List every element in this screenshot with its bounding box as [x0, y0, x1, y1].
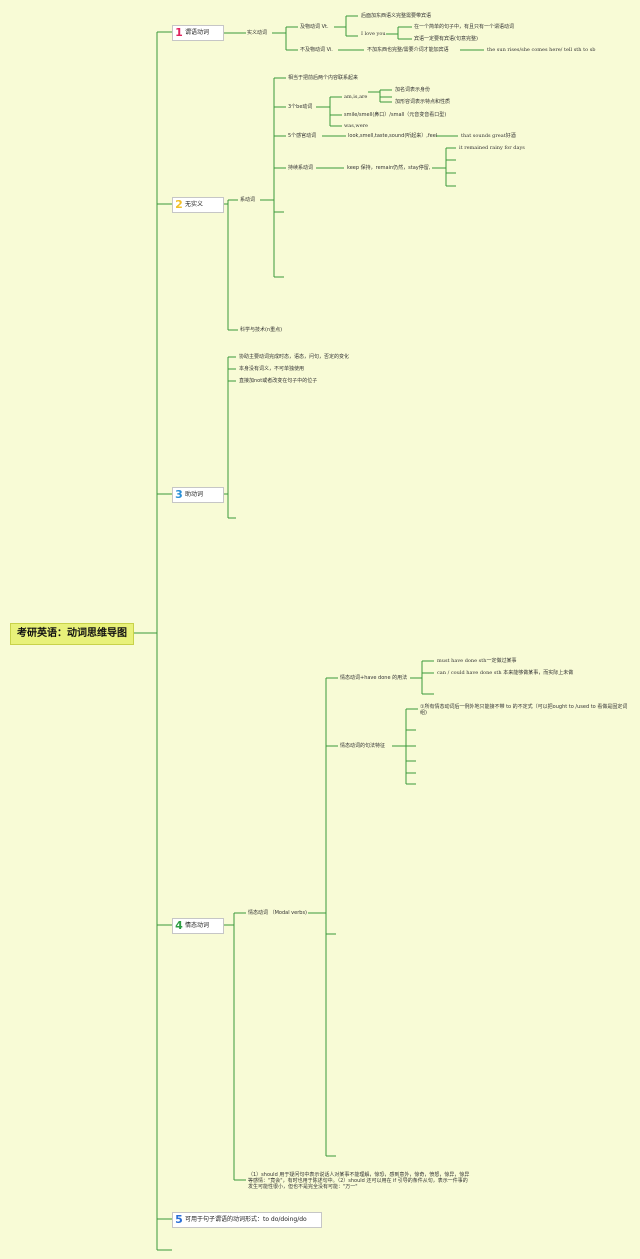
node-modal-verbs[interactable]: 情态动词 （Modal verbs)	[248, 910, 307, 916]
root-node[interactable]: 考研英语：动词思维导图	[10, 623, 134, 645]
branch-3-number: 3	[175, 488, 183, 501]
node-i-love-you[interactable]: I love you	[361, 31, 386, 37]
node-smile[interactable]: smile/smell(鼻口）/small（元音变音看口型)	[344, 112, 447, 118]
node-xi[interactable]: 系动词	[240, 197, 256, 203]
branch-5-number: 5	[175, 1213, 183, 1226]
node-shiyi[interactable]: 实义动词	[247, 30, 268, 36]
node-chixu[interactable]: 持续系动词	[288, 165, 314, 171]
node-ily-note-2[interactable]: 宾语一定要有宾语(句意完整)	[414, 36, 478, 42]
node-be[interactable]: 3个be动词	[288, 104, 313, 110]
node-be-forms[interactable]: am,is,are	[344, 94, 368, 100]
branch-3-label: 助动词	[185, 491, 204, 498]
node-was-were[interactable]: was,were	[344, 123, 369, 129]
node-zhu-note-3[interactable]: 直接加not或者改变在句子中的位子	[239, 378, 318, 384]
node-syntax[interactable]: 情态动词的句法特征	[340, 743, 386, 749]
branch-1-number: 1	[175, 26, 183, 39]
node-must-have-done[interactable]: must have done sth一定做过某事	[437, 658, 517, 664]
node-xi-def[interactable]: 相当于把前后两个内容联系起来	[288, 75, 359, 81]
node-kexue[interactable]: 科学与技术(n重点)	[240, 327, 283, 333]
node-have-done[interactable]: 情态动词+have done 的用法	[340, 675, 408, 681]
node-bujiwu-note[interactable]: 不加东西也完整/需要介词才能加宾语	[367, 47, 449, 53]
node-jiwu-note[interactable]: 后面加东西语义完整需要带宾语	[361, 13, 432, 19]
branch-4-label: 情态动词	[185, 922, 210, 929]
node-bujiwu-example[interactable]: the sun rises/she comes here/ tell sth t…	[487, 47, 596, 53]
node-syntax-note[interactable]: ①所有情态动词后一例外地只能接不带 to 的不定式（可以把ought to /u…	[420, 704, 628, 716]
node-chixu-example[interactable]: it remained rainy for days	[459, 145, 525, 151]
node-chixu-list[interactable]: keep 保持，remain仍然，stay停留,	[347, 165, 431, 171]
node-zhu-note-1[interactable]: 协助主要动词完成时态，语态，问句，否定的变化	[239, 354, 350, 360]
node-zhu-note-2[interactable]: 本身没有词义，不可单独使用	[239, 366, 305, 372]
node-be-note-2[interactable]: 加形容词表示特点和性质	[395, 99, 451, 105]
branch-1-label: 谓语动词	[185, 29, 210, 36]
node-should-note[interactable]: （1）should 用于疑问句中表示说话人对某事不能理解，惊恐，感到意外，惊奇，…	[248, 1172, 470, 1190]
node-ganguan-list[interactable]: look,smell,taste,sound(听起来）,feel	[348, 133, 438, 139]
node-bujiwu[interactable]: 不及物动词 Vi.	[300, 47, 333, 53]
node-ganguan-example[interactable]: that sounds great好酒	[461, 133, 516, 139]
node-be-note-1[interactable]: 加名词表示身份	[395, 87, 431, 93]
branch-5-label: 可用于句子谓语的动词形式：to do/doing/do	[185, 1216, 307, 1223]
node-ganguan[interactable]: 5个感官动词	[288, 133, 317, 139]
node-could-have-done[interactable]: can / could have done sth 本来能够做某事，而实际上未做	[437, 670, 574, 676]
node-ily-note-1[interactable]: 在一个简单的句子中，有且只有一个谓语动词	[414, 24, 515, 30]
branch-4-number: 4	[175, 919, 183, 932]
branch-2-label: 无实义	[185, 201, 204, 208]
node-jiwu[interactable]: 及物动词 Vt.	[300, 24, 329, 30]
branch-2-number: 2	[175, 198, 183, 211]
